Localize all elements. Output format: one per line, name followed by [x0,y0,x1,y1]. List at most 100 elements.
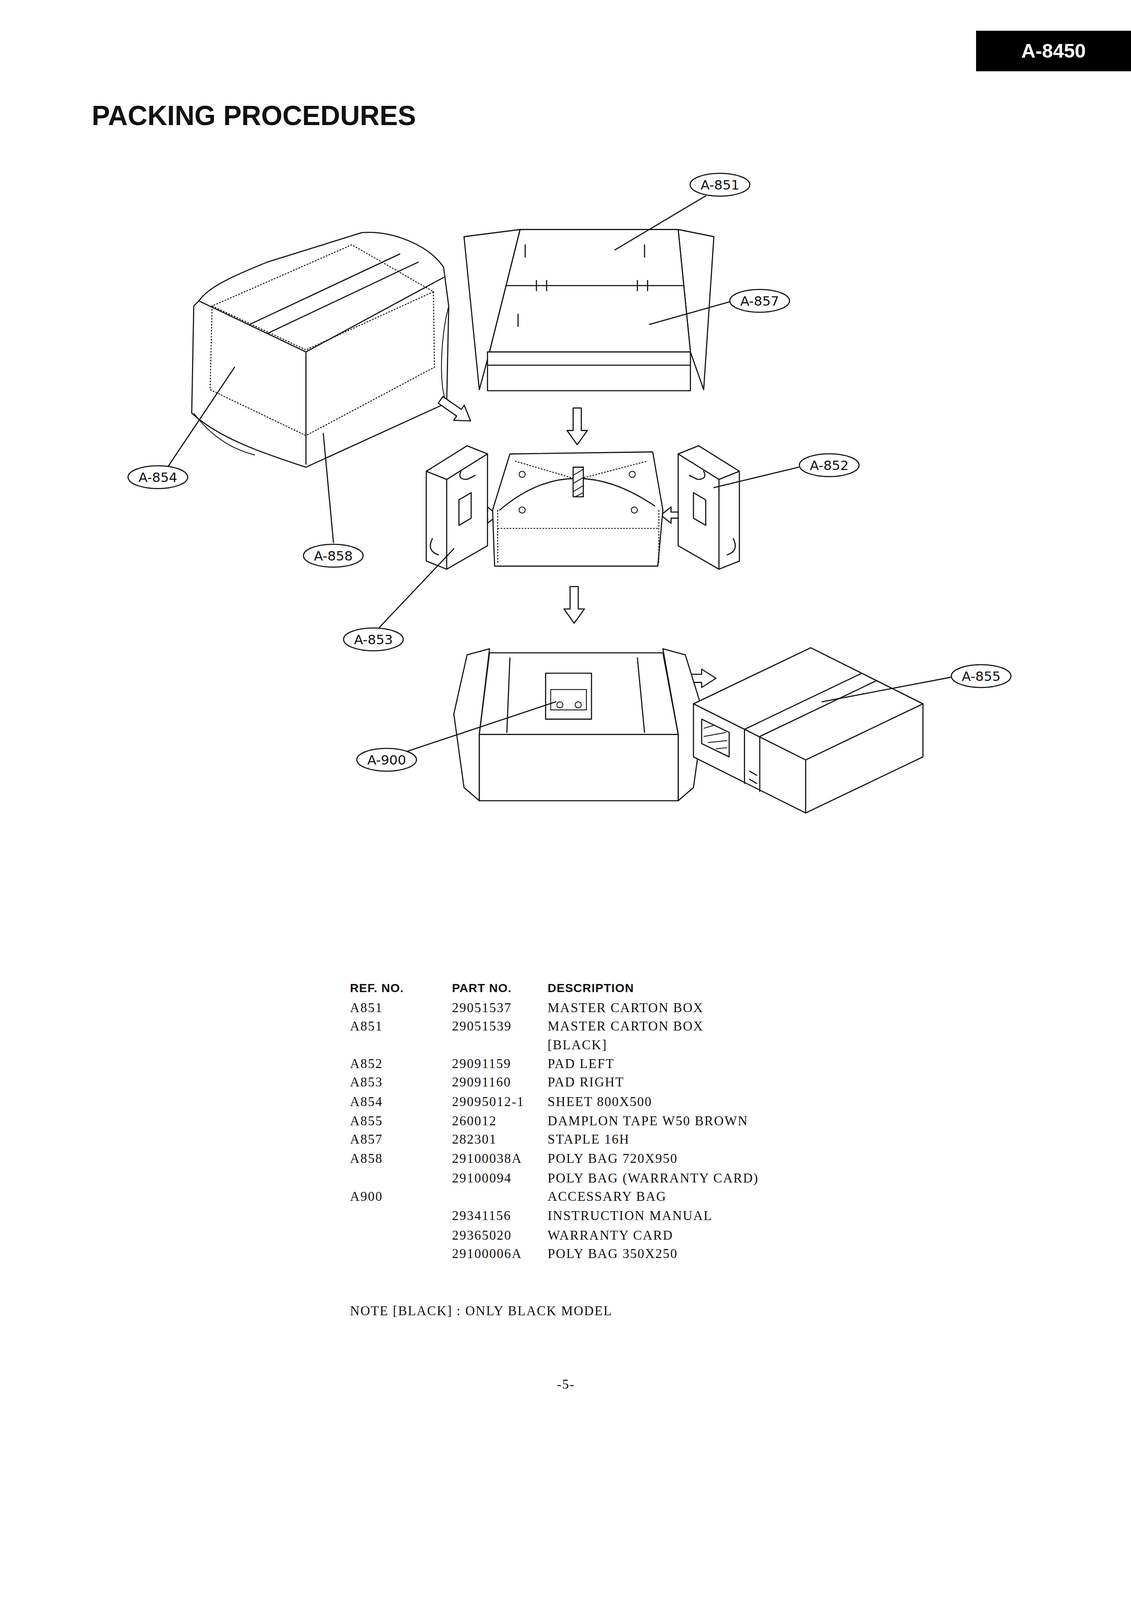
pad-right-part-stroke [426,471,447,569]
wrapped-unit-stroke [631,507,638,514]
part-number: 282301 [451,1129,497,1149]
pad-left-part-stroke [727,538,736,555]
carton-closed-stroke [703,725,728,749]
pad-right-part [426,445,488,569]
part-description: POLY BAG 720X950 [547,1148,678,1168]
wrapped-unit-stroke [573,466,584,497]
leader-line-stroke [323,433,334,543]
text-group: A-900 [367,752,407,767]
carton-closed-stroke [693,703,924,814]
callout-oval: A-857 [728,288,791,313]
leader-line-stroke [405,701,556,752]
leader-line-stroke [379,548,454,628]
page-number: -5- [556,1374,575,1394]
bagged-unit-stroke [198,277,444,352]
wrapped-unit-stroke [629,471,636,478]
callout-oval: A-854 [127,464,189,490]
part-number: 29091159 [451,1054,512,1073]
callout-ellipse [128,465,188,489]
part-description: INSTRUCTION MANUAL [547,1206,713,1225]
part-number: 260012 [451,1111,497,1131]
callout-ellipse [356,748,417,771]
part-number: 29051537 [451,998,512,1018]
callout-oval: A-851 [689,172,751,197]
bagged-unit-stroke [191,232,449,467]
carton-open-stroke [575,701,582,708]
carton-open-stroke [479,652,679,735]
callout-ellipse [303,544,364,567]
bagged-unit-stroke [249,253,400,325]
hollow-arrow-stroke [435,392,476,429]
part-description: PAD RIGHT [547,1072,625,1092]
leader-line [168,195,951,752]
note-text: NOTE [BLACK] : ONLY BLACK MODEL [349,1301,613,1321]
text-group: A-852 [810,457,849,473]
carton-open-stroke [556,701,563,708]
callout-ellipse [799,453,860,477]
text-group: A-853 [354,632,394,647]
part-number: 29100094 [451,1168,512,1188]
part-description: MASTER CARTON BOX [BLACK] [547,1016,749,1055]
wrapped-unit-stroke [492,451,663,567]
ref-number: A851 [349,1016,383,1036]
pad-left-part-stroke [689,471,705,480]
carton-top-stroke [505,285,684,287]
carton-closed-stroke [744,673,878,737]
carton-top-stroke [518,244,645,327]
table-header: PART NO. [451,978,512,998]
bagged-unit-stroke [212,244,434,350]
pad-right-part-stroke [446,453,488,480]
text-group: A-857 [740,293,780,309]
carton-closed [693,647,924,813]
callout-ellipse [729,289,790,312]
pad-left-part-stroke [693,492,706,525]
text-group: A-858 [314,548,353,563]
ref-number: A900 [349,1186,383,1206]
bagged-unit [191,232,449,467]
text-group: A-854 [138,469,178,485]
text-group: A-8450 [1021,40,1086,62]
carton-top-stroke [487,351,691,391]
callout-ellipse [951,664,1012,688]
leader-line-stroke [822,677,951,702]
callout-number: A-858 [314,548,353,563]
carton-closed-stroke [744,728,760,792]
callout-number: A-852 [810,457,849,473]
callout-ellipse [690,173,750,196]
part-description: POLY BAG (WARRANTY CARD) [547,1168,759,1188]
pad-left-part-stroke [678,445,740,569]
model-badge: A-8450 [976,30,1131,72]
carton-closed-stroke [749,770,757,784]
ref-number: A852 [349,1054,383,1073]
bagged-unit-stroke [209,291,435,436]
leader-line-stroke [615,195,706,251]
bagged-unit-stroke [305,351,307,464]
part-description: POLY BAG 350X250 [547,1244,678,1263]
text-group: A-855 [961,668,1001,684]
callout-oval: A-858 [302,543,365,568]
callout-oval: A-855 [950,663,1012,688]
carton-open-stroke [545,673,592,720]
bagged-unit-stroke [441,306,449,403]
callout-oval: A-853 [342,626,405,652]
callout-number: A-857 [740,293,780,309]
carton-open-stroke [479,734,679,801]
bagged-unit-stroke [267,262,419,334]
callout-number: A-855 [961,668,1001,684]
carton-top-stroke [487,364,691,366]
page-title: PACKING PROCEDURES [91,100,417,131]
pad-left-part [678,445,740,569]
ref-number: A857 [349,1129,383,1149]
callout-number: A-900 [367,752,407,767]
ref-number: A851 [349,998,383,1018]
wrapped-unit-stroke [497,527,659,529]
callout-number: A-853 [354,632,394,647]
part-number: 29341156 [451,1206,512,1225]
wrapped-unit-stroke [518,507,525,514]
part-number: 29051539 [451,1016,512,1036]
leader-line-stroke [714,466,799,488]
hollow-arrow-stroke [567,408,588,445]
pad-right-part-stroke [458,492,472,525]
